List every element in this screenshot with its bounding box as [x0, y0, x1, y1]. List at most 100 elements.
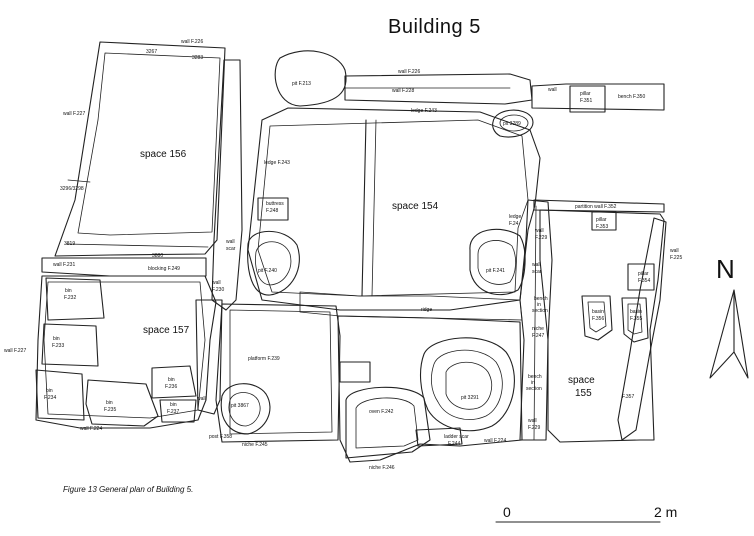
label-pillar-351a: pillar — [580, 91, 591, 97]
label-bench-section-2c: section — [526, 386, 542, 392]
oven-242-inner — [355, 397, 419, 449]
bin-235 — [85, 379, 159, 427]
label-wall-226: wall F.226 — [181, 39, 203, 45]
label-3267: 3267 — [146, 49, 157, 55]
label-3880: 3880 — [152, 253, 163, 259]
basin-355 — [621, 297, 649, 343]
label-wall-224-west: wall F.224 — [80, 426, 102, 432]
pit-3867-inner — [228, 392, 261, 427]
label-bin-233a: bin — [53, 336, 60, 342]
label-bin-235b: F.235 — [104, 407, 116, 413]
basin-356-inner — [587, 301, 607, 333]
space-154-label: space 154 — [392, 201, 439, 212]
label-bench-section-2b: in — [531, 380, 535, 386]
label-ledge-24b: F.24 — [509, 221, 519, 227]
plan-labels: wall F.226 3267 3283 wall F.227 3296/329… — [4, 39, 682, 471]
label-ladder-244a: ladder scar — [444, 434, 469, 440]
space-156-label: space 156 — [140, 149, 187, 160]
label-wall-scar-2b: scar — [532, 269, 542, 275]
space-155-outline — [539, 209, 665, 443]
label-wall-scar-1b: scar — [226, 246, 236, 252]
label-post-358: post F.358 — [209, 434, 232, 440]
label-partition-352: partition wall F.352 — [575, 204, 617, 210]
label-wall-230b: F.230 — [212, 287, 224, 293]
north-letter: N — [716, 254, 735, 284]
pit-3289 — [492, 109, 534, 138]
pit-241 — [469, 228, 526, 296]
space-155-label-word: space — [568, 375, 595, 386]
bin-236 — [151, 365, 197, 399]
scale-end: 2 m — [654, 504, 677, 520]
label-wall-230a: wall — [212, 280, 221, 286]
internal-wall-x — [361, 119, 367, 297]
partition-wall-352 — [533, 199, 665, 213]
pit-213 — [274, 50, 347, 107]
label-basin-356b: F.356 — [592, 316, 604, 322]
label-bin-234b: F.234 — [44, 395, 56, 401]
scale-start: 0 — [503, 504, 511, 520]
label-bench-section-2a: bench — [528, 374, 542, 380]
label-bin-232a: bin — [65, 288, 72, 294]
north-arrow-right — [733, 289, 749, 379]
label-bench-section-1c: section — [532, 308, 548, 314]
pit-240-inner — [255, 241, 292, 286]
north-arrow: N — [709, 254, 749, 379]
label-bench-section-1b: in — [537, 302, 541, 308]
label-f357: F.357 — [622, 394, 634, 400]
pit-3289-inner — [499, 114, 529, 132]
label-pit-240: pit F.240 — [258, 268, 277, 274]
buttress-248 — [257, 197, 289, 221]
label-pillar-353b: F.353 — [596, 224, 608, 230]
label-niche-245: niche F.245 — [242, 442, 268, 448]
space-157-inner — [43, 281, 206, 419]
label-ledge-243-north: ledge F.243 — [411, 108, 437, 114]
label-wall-228: wall F.228 — [392, 88, 414, 94]
bin-232 — [45, 277, 105, 321]
label-pit-3291: pit 3291 — [461, 395, 479, 401]
label-ledge-243-west: ledge F.243 — [264, 160, 290, 166]
space-157-outline — [35, 275, 217, 429]
pit-3867 — [220, 383, 271, 435]
label-3819: 3819 — [64, 241, 75, 247]
label-pit-241: pit F.241 — [486, 268, 505, 274]
bin-234 — [35, 369, 85, 421]
label-pit-3289: pit 3289 — [503, 121, 521, 127]
pit-240 — [247, 230, 300, 296]
platform-239 — [215, 303, 341, 443]
label-wall-231: wall F.231 — [53, 262, 75, 268]
pillar-351 — [569, 85, 606, 113]
hearth-step — [339, 361, 371, 383]
label-wall-east: wall — [548, 87, 557, 93]
label-wall-227-south: wall F.227 — [4, 348, 26, 354]
label-basin-355b: F.355 — [630, 316, 642, 322]
label-bin-235a: bin — [106, 400, 113, 406]
label-wall-225b: F.225 — [670, 255, 682, 261]
label-bin-234a: bin — [46, 388, 53, 394]
space-156-south-line — [65, 243, 209, 248]
label-bench-section-1a: bench — [534, 296, 548, 302]
label-wall-229d: F.229 — [528, 425, 540, 431]
label-wall-229c: wall — [528, 418, 537, 424]
bin-233 — [41, 323, 99, 367]
label-3296: 3296/3298 — [60, 186, 84, 192]
pillar-354 — [627, 263, 655, 291]
label-buttress-248b: F.248 — [266, 208, 278, 214]
label-pit-213: pit F.213 — [292, 81, 311, 87]
label-wall-229a: wall — [535, 228, 544, 234]
figure-caption: Figure 13 General plan of Building 5. — [63, 485, 193, 494]
label-ladder-244b: F.244 — [448, 441, 460, 447]
label-niche-247a: niche — [532, 326, 544, 332]
label-bench-350: bench F.350 — [618, 94, 645, 100]
north-arrow-left — [709, 289, 735, 379]
pit-241-inner — [477, 240, 516, 285]
pit-3291-core — [445, 361, 492, 410]
label-bin-236b: F.236 — [165, 384, 177, 390]
label-bin-236a: bin — [168, 377, 175, 383]
platform-239-inner — [229, 309, 333, 435]
space-156-division — [67, 179, 91, 183]
label-pit-3867: pit 3867 — [231, 403, 249, 409]
pit-3291 — [419, 337, 515, 432]
label-blocking-249: blocking F.249 — [148, 266, 180, 272]
scale-bar: 0 2 m — [495, 504, 677, 523]
